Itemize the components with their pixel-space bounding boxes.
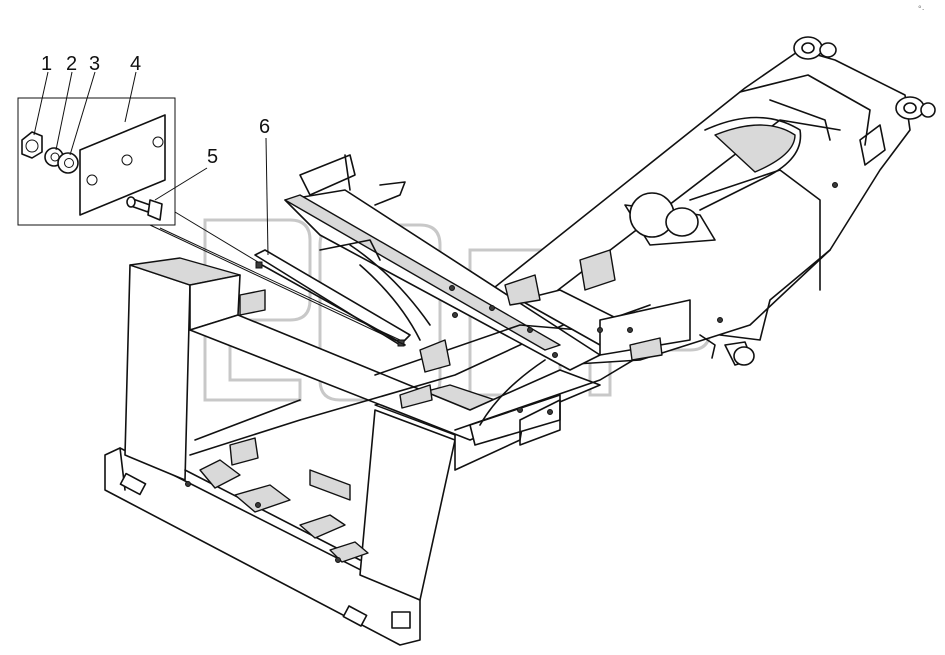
callout-6: 6 [259, 116, 270, 138]
chassis-frame [104, 154, 691, 646]
flat-washer-part [57, 152, 79, 174]
callouts: 1 2 3 4 5 6 [33, 53, 270, 256]
callout-2: 2 [66, 53, 77, 75]
corner-mark: °· [918, 4, 925, 14]
callout-1: 1 [41, 53, 52, 75]
exploded-detail [17, 97, 406, 346]
callout-5: 5 [207, 146, 218, 168]
plate-part [79, 114, 166, 216]
bolt-part [126, 196, 163, 221]
callout-3: 3 [89, 53, 100, 75]
callout-4: 4 [130, 53, 141, 75]
nut-part [21, 131, 43, 159]
